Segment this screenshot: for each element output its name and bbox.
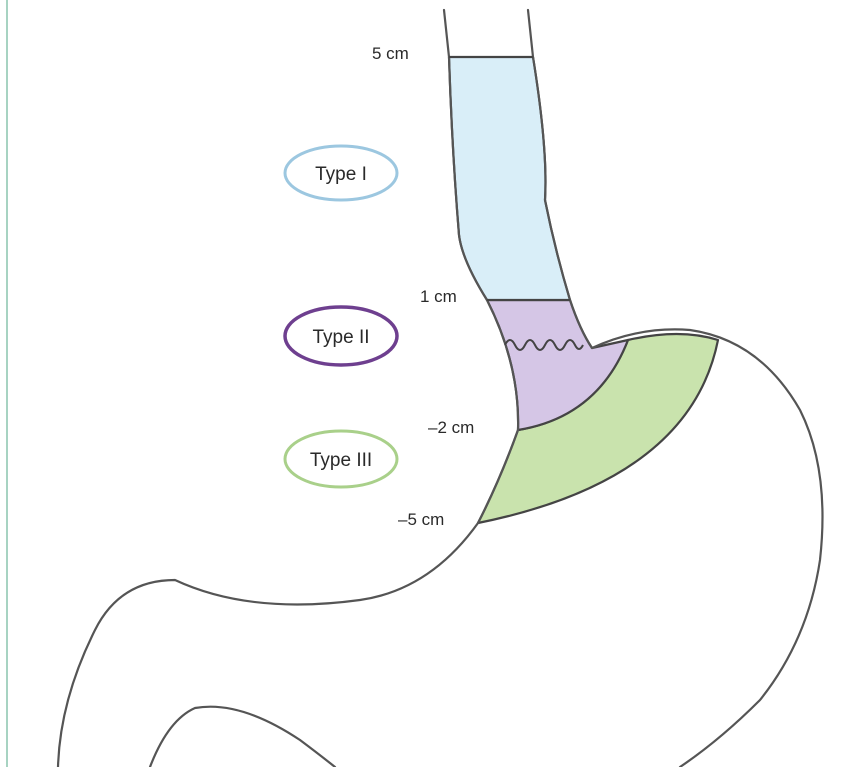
type-i-badge: Type I <box>285 146 397 200</box>
type-ii-label: Type II <box>312 327 369 348</box>
stomach-inner-curve <box>150 707 335 767</box>
label-1cm: 1 cm <box>420 287 457 306</box>
label-minus5cm: –5 cm <box>398 510 444 529</box>
type-iii-badge: Type III <box>285 431 397 487</box>
label-minus2cm: –2 cm <box>428 418 474 437</box>
esophagus-left-wall <box>58 10 518 767</box>
label-5cm: 5 cm <box>372 44 409 63</box>
type-iii-label: Type III <box>310 450 372 471</box>
type-i-label: Type I <box>315 164 367 185</box>
type-ii-badge: Type II <box>285 307 397 365</box>
